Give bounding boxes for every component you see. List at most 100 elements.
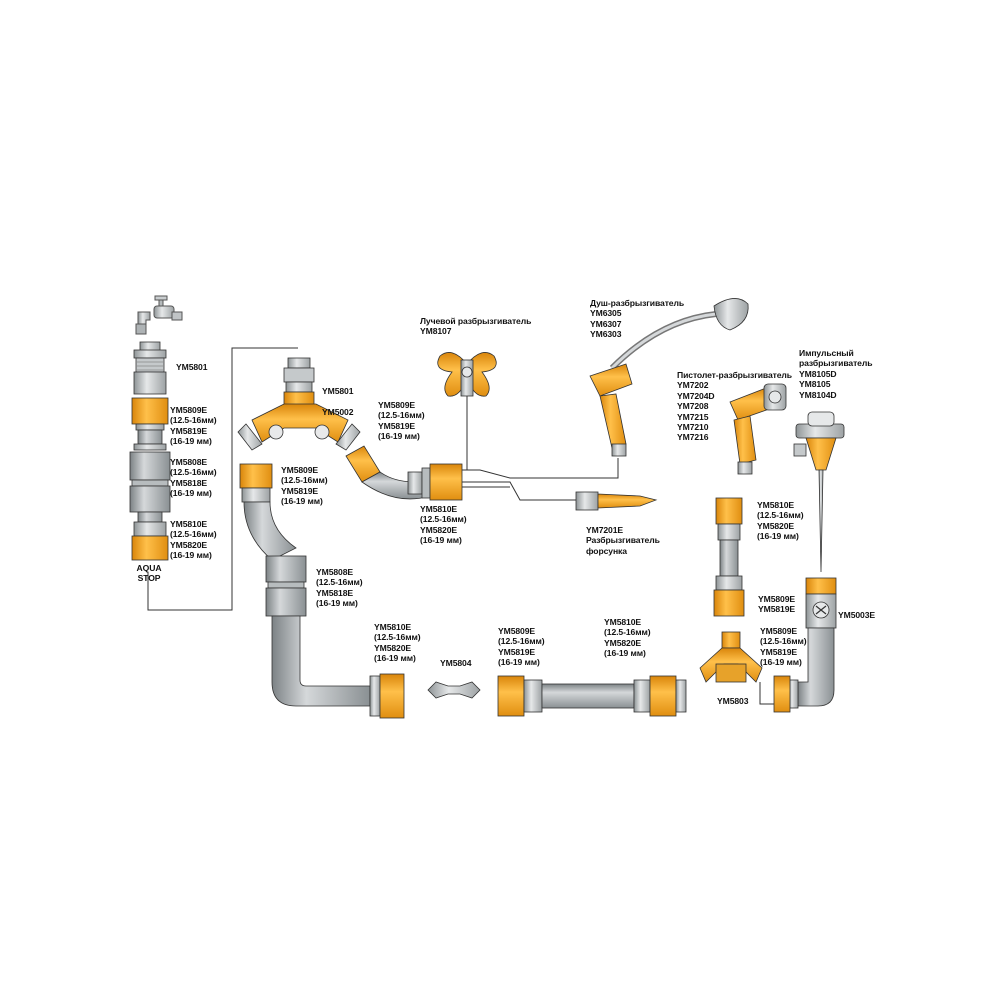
label-line: (12.5-16мм) — [170, 415, 217, 425]
label-line: Разбрызгиватель — [586, 535, 660, 545]
label-y-adapter-small: YM5803 — [717, 696, 748, 706]
label-line: YM5809E — [281, 465, 328, 475]
label-line: (12.5-16мм) — [281, 475, 328, 485]
label-line: YM5809E — [378, 400, 425, 410]
label-aquastop-top: YM5810E(12.5-16мм)YM5820E(16-19 мм) — [170, 519, 217, 561]
label-line: YM7202 — [677, 380, 792, 390]
label-line: (12.5-16мм) — [760, 636, 807, 646]
label-line: (16-19 мм) — [757, 531, 804, 541]
label-line: YM5810E — [170, 519, 217, 529]
upper-branch-hose — [346, 446, 462, 500]
label-line: STOP — [134, 573, 164, 583]
label-line: YM5819E — [760, 647, 807, 657]
label-line: (16-19 мм) — [281, 496, 328, 506]
label-y-connector: YM5002 — [322, 407, 353, 417]
label-line: YM8105 — [799, 379, 872, 389]
label-line: YM5810E — [374, 622, 421, 632]
label-line: YM8105D — [799, 369, 872, 379]
label-line: YM5819E — [498, 647, 545, 657]
label-line: AQUA — [134, 563, 164, 573]
left-vertical-assembly — [130, 342, 170, 560]
label-line: YM7208 — [677, 401, 792, 411]
y-connector-top — [238, 358, 360, 450]
label-line: YM8107 — [420, 326, 531, 336]
label-line: YM6303 — [590, 329, 684, 339]
label-line: (12.5-16мм) — [170, 529, 217, 539]
label-line: YM5801 — [322, 386, 353, 396]
label-connector-right-low: YM5809E(12.5-16мм)YM5819E(16-19 мм) — [760, 626, 807, 668]
label-line: YM5809E — [758, 594, 795, 604]
label-line: YM5819E — [170, 426, 217, 436]
nozzle-icon — [576, 492, 656, 510]
label-line: YM5808E — [170, 457, 217, 467]
label-line: Лучевой разбрызгиватель — [420, 316, 531, 326]
label-line: (12.5-16мм) — [378, 410, 425, 420]
label-line: YM8104D — [799, 390, 872, 400]
label-line: (12.5-16мм) — [374, 632, 421, 642]
label-line: форсунка — [586, 546, 660, 556]
label-line: (16-19 мм) — [498, 657, 545, 667]
label-line: YM7204D — [677, 391, 792, 401]
label-line: YM5003E — [838, 610, 875, 620]
label-connector-right-mid: YM5809EYM5819E — [758, 594, 795, 615]
label-line: Пистолет-разбрызгиватель — [677, 370, 792, 380]
label-line: YM6305 — [590, 308, 684, 318]
label-line: (16-19 мм) — [760, 657, 807, 667]
label-line: (12.5-16мм) — [316, 577, 363, 587]
label-faucet-adapter: YM5801 — [176, 362, 207, 372]
right-vertical-assembly — [700, 498, 762, 682]
label-connector-bottom-mid: YM5809E(12.5-16мм)YM5819E(16-19 мм) — [498, 626, 545, 668]
label-line: (12.5-16мм) — [604, 627, 651, 637]
label-line: YM5801 — [176, 362, 207, 372]
label-repair-top: YM5808E(12.5-16мм)YM5818E(16-19 мм) — [170, 457, 217, 499]
label-line: YM5810E — [757, 500, 804, 510]
label-double-nipple: YM5804 — [440, 658, 471, 668]
faucet-icon — [136, 296, 182, 334]
label-line: Душ-разбрызгиватель — [590, 298, 684, 308]
label-repair-left-pipe: YM5808E(12.5-16мм)YM5818E(16-19 мм) — [316, 567, 363, 609]
label-line: (16-19 мм) — [374, 653, 421, 663]
label-line: (16-19 мм) — [604, 648, 651, 658]
label-line: YM7210 — [677, 422, 792, 432]
label-line: (16-19 мм) — [170, 436, 217, 446]
label-line: YM5820E — [374, 643, 421, 653]
label-line: Импульсный — [799, 348, 872, 358]
label-line: (16-19 мм) — [420, 535, 467, 545]
label-line: YM5819E — [281, 486, 328, 496]
label-line: YM5819E — [378, 421, 425, 431]
label-connector-upper-right: YM5809E(12.5-16мм)YM5819E(16-19 мм) — [378, 400, 425, 442]
bottom-hose — [498, 676, 686, 716]
label-line: разбрызгиватель — [799, 358, 872, 368]
label-line: YM5809E — [760, 626, 807, 636]
label-line: YM5803 — [717, 696, 748, 706]
label-aqua-stop: AQUASTOP — [134, 563, 164, 584]
radial-sprinkler-icon — [438, 352, 497, 396]
label-aquastop-center: YM5810E(12.5-16мм)YM5820E(16-19 мм) — [420, 504, 467, 546]
label-line: (16-19 мм) — [170, 488, 217, 498]
label-line: YM5820E — [604, 638, 651, 648]
label-line: YM5002 — [322, 407, 353, 417]
label-line: YM5809E — [170, 405, 217, 415]
label-line: YM7215 — [677, 412, 792, 422]
label-line: YM7201E — [586, 525, 660, 535]
label-aquastop-bottom-right: YM5810E(12.5-16мм)YM5820E(16-19 мм) — [604, 617, 651, 659]
label-y-adapter: YM5801 — [322, 386, 353, 396]
label-connector-left-pipe: YM5809E(12.5-16мм)YM5819E(16-19 мм) — [281, 465, 328, 507]
label-valve-adapter: YM5003E — [838, 610, 875, 620]
label-line: YM6307 — [590, 319, 684, 329]
label-line: YM7216 — [677, 432, 792, 442]
label-line: YM5818E — [316, 588, 363, 598]
label-line: YM5820E — [757, 521, 804, 531]
label-line: (16-19 мм) — [170, 550, 217, 560]
label-aquastop-bottom-left: YM5810E(12.5-16мм)YM5820E(16-19 мм) — [374, 622, 421, 664]
label-line: YM5810E — [420, 504, 467, 514]
label-line: YM5819E — [758, 604, 795, 614]
label-line: YM5809E — [498, 626, 545, 636]
label-line: (12.5-16мм) — [757, 510, 804, 520]
label-line: (16-19 мм) — [316, 598, 363, 608]
